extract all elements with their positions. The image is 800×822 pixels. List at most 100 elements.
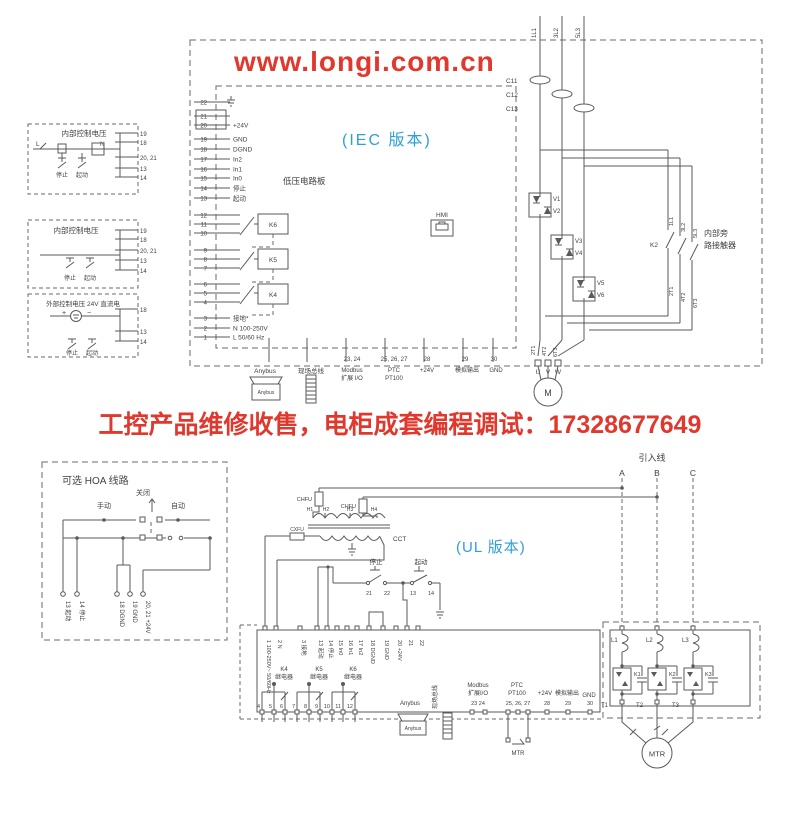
aux2-start-label: 起动	[84, 274, 96, 282]
iec-terminal-no: 20	[200, 124, 207, 130]
aux1-title: 内部控制电压	[62, 128, 107, 138]
iec-terminal-label: N 100-250V	[233, 326, 268, 333]
aux2-title: 内部控制电压	[54, 225, 99, 235]
ul-ptc-1: PTC	[511, 683, 524, 689]
bterm: 7	[292, 704, 295, 710]
current-transformer-icon	[573, 103, 595, 113]
bterm: 9	[315, 704, 318, 710]
phase-in-label: 1L1	[532, 27, 538, 38]
l-terminal: L2	[646, 638, 653, 644]
ct-label: C12	[506, 92, 518, 99]
ul-terminal-label: 13 起动	[317, 640, 324, 659]
ul-relay-name: K6	[349, 667, 357, 673]
ao-terminal-num: 29	[462, 357, 469, 363]
iec-board-name: 低压电路板	[283, 176, 326, 186]
ul-modbus-nums: 23 24	[471, 701, 485, 707]
iec-terminal-label: 起动	[233, 195, 247, 203]
hoa-terminal-label: 19 GND	[131, 601, 137, 623]
ul-terminal-label: 20 +24V	[396, 640, 402, 661]
bterm: 10	[324, 704, 330, 710]
bterm: 6	[280, 704, 283, 710]
iec-terminal-no: 8	[204, 258, 208, 264]
gnd-label: GND	[489, 368, 503, 374]
ground-icon	[227, 96, 235, 107]
aux1-n-label: N	[100, 141, 105, 148]
anybus-label: Anybus	[254, 368, 276, 375]
scr-label: V6	[597, 293, 605, 299]
bypass-k2-label: K2	[650, 242, 658, 249]
hoa-terminal-label: 18 DGND	[118, 601, 124, 628]
t-terminal: T3	[672, 703, 680, 709]
ul-p24-num: 28	[544, 701, 550, 707]
ul-terminal-label: 3 接地	[300, 640, 308, 656]
bypass-k-label: K2	[669, 672, 676, 678]
ul-motor-label: MTR	[649, 750, 666, 759]
ul-fieldbus-label: 现场总线	[431, 685, 439, 709]
modbus-terminal-nums: 23, 24	[344, 357, 361, 363]
iec-output-relays: K6 K5 K4	[239, 213, 289, 316]
fuse-icon	[358, 498, 368, 514]
chfu-fuse-label: CHFU	[341, 504, 356, 510]
anybus-connector-text: Anybus	[405, 726, 422, 732]
ul-ao-num: 29	[565, 701, 571, 707]
aux3-terminal-18: 18	[140, 308, 147, 314]
start-contact-num: 14	[428, 591, 434, 597]
ul-relay-name: K4	[280, 667, 288, 673]
ul-anybus-label: Anybus	[400, 701, 420, 707]
anybus-connector-icon	[249, 376, 283, 385]
ul-version-label: (UL 版本)	[456, 539, 526, 556]
aux3-terminal-14: 14	[140, 340, 147, 346]
phase-c-label: C	[690, 468, 696, 478]
ul-motor: MTR	[621, 704, 694, 769]
aux1-terminal-14: 14	[140, 176, 147, 182]
phase-in-label: 3L2	[554, 27, 560, 38]
transformer-secondary-icon	[319, 535, 381, 541]
aux3-terminal-13: 13	[140, 330, 147, 336]
current-transformer-icon	[551, 89, 573, 99]
iec-terminal-no: 19	[200, 138, 207, 144]
ul-p24-label: +24V	[538, 691, 552, 697]
ul-board: 1 100-250V~ 50/60Hz 2 N 3 接地 13 起动 14 停止…	[239, 624, 603, 757]
scr-label: V5	[597, 281, 605, 287]
bterm: 11	[335, 704, 341, 710]
iec-terminal-no: 12	[200, 214, 207, 220]
ul-power-column-1: L1 K1 T1	[601, 625, 647, 709]
ptc-label-2: PT100	[385, 376, 403, 382]
current-transformer-icon	[529, 75, 551, 85]
tap-label: H4	[371, 507, 378, 513]
motor-terminal-u: U	[536, 369, 541, 376]
ul-relay-type: 继电器	[310, 673, 328, 681]
aux1-l-label: L	[36, 141, 40, 148]
ul-terminal-label: 17 In2	[357, 640, 363, 655]
ul-terminal-label: 19 GND	[383, 640, 389, 660]
ul-ports: Anybus Anybus 现场总线 Modbus 扩展I/O 23 24 PT…	[397, 683, 596, 740]
aux2-terminal-14: 14	[140, 269, 147, 275]
fuse-icon	[314, 491, 324, 507]
iec-terminal-column: 22 21 20 19 18 17 16 15 14 13 12 11 10 9…	[194, 96, 268, 342]
iec-terminal-no: 6	[204, 283, 208, 289]
fieldbus-connector-icon	[442, 712, 453, 740]
stop-contact-num: 22	[384, 591, 390, 597]
ao-label: 模拟输出	[455, 366, 479, 374]
bterm: 4	[257, 704, 260, 710]
relay-k4-label: K4	[269, 292, 277, 299]
bypass-bottom-label: 6T3	[693, 299, 699, 308]
hoa-hand-label: 手动	[97, 501, 111, 510]
scr-label: V1	[553, 197, 561, 203]
ul-terminal-label: 15 In0	[337, 640, 343, 655]
phase-in-label: 5L3	[576, 27, 582, 38]
iec-terminal-label: In2	[233, 157, 242, 164]
aux2-stop-label: 停止	[64, 274, 76, 282]
ul-power-section: L1 K1 T1 L2 K2 T2 L3	[601, 621, 761, 769]
iec-terminal-no: 15	[200, 177, 207, 183]
l-terminal: L3	[682, 638, 689, 644]
out-label: 6T3	[553, 348, 559, 357]
ul-modbus-1: Modbus	[467, 683, 488, 689]
tap-label: H3	[347, 507, 354, 513]
stop-contact-num: 21	[366, 591, 372, 597]
ct-label: C11	[506, 78, 518, 85]
bterm: 8	[304, 704, 307, 710]
thermistor-icon	[512, 738, 526, 745]
iec-terminal-label: DGND	[233, 147, 252, 154]
